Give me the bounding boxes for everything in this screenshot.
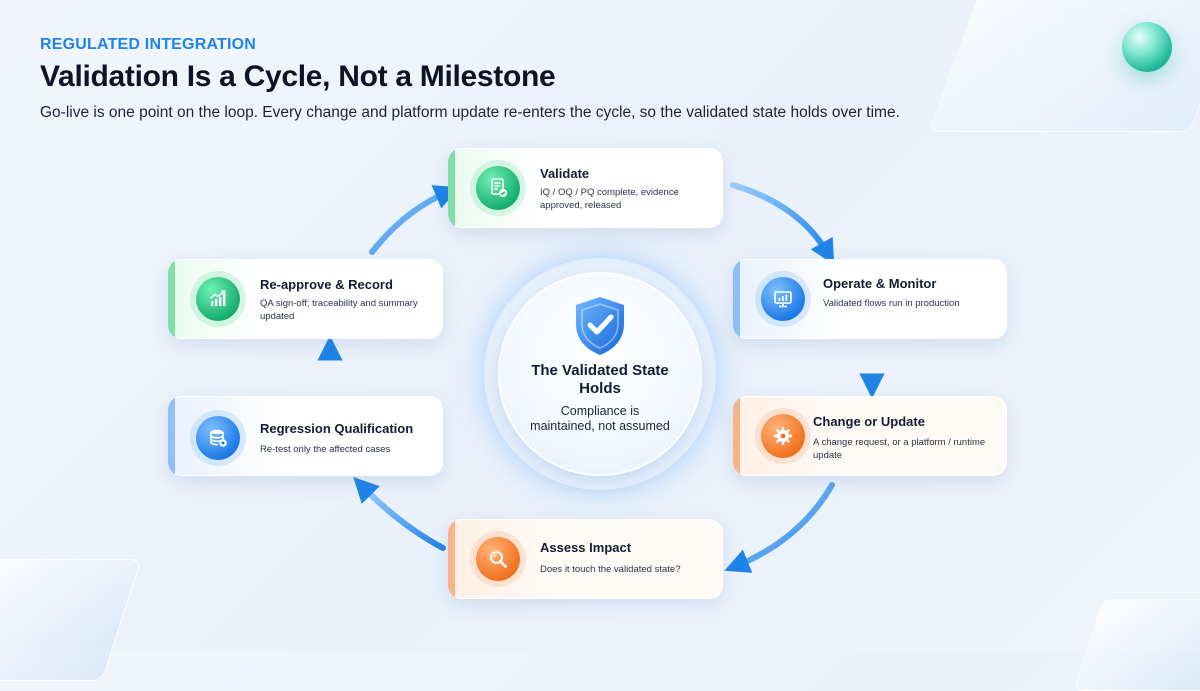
step-description: Validated flows run in production	[823, 298, 960, 309]
step-title: Validate	[540, 166, 590, 181]
cycle-arrows	[317, 182, 885, 573]
monitor-icon	[761, 277, 805, 321]
step-card-change: Change or Update A change request, or a …	[733, 396, 1007, 476]
step-description: QA sign-off; traceability and summary up…	[260, 298, 418, 322]
page-title: Validation Is a Cycle, Not a Milestone	[40, 60, 556, 93]
arrow-validate-to-operate	[730, 182, 835, 265]
arrow-change-to-assess	[724, 482, 835, 573]
chart-trend-icon	[196, 277, 240, 321]
step-title: Regression Qualification	[260, 421, 414, 436]
step-title: Re-approve & Record	[260, 277, 393, 292]
step-card-assess: Assess Impact Does it touch the validate…	[448, 519, 723, 599]
step-card-reapprove: Re-approve & Record QA sign-off; traceab…	[168, 259, 443, 339]
database-icon	[196, 416, 240, 460]
step-card-regression: Regression Qualification Re-test only th…	[168, 396, 443, 476]
step-card-operate: Operate & Monitor Validated flows run in…	[733, 259, 1007, 339]
decorative-orb	[1122, 22, 1172, 72]
shield-check-icon	[576, 297, 624, 355]
step-title: Change or Update	[813, 414, 925, 429]
arrow-assess-to-regression	[353, 476, 446, 551]
page-subtitle: Go-live is one point on the loop. Every …	[40, 104, 900, 121]
magnifier-icon	[476, 537, 520, 581]
step-card-validate: Validate IQ / OQ / PQ complete, evidence…	[448, 148, 723, 228]
document-check-icon	[476, 166, 520, 210]
step-description: Re-test only the affected cases	[260, 444, 391, 455]
step-description: Does it touch the validated state?	[540, 564, 681, 575]
center-title: The Validated State Holds	[531, 362, 669, 397]
center-subtitle: Compliance is maintained, not assumed	[530, 404, 670, 433]
step-title: Operate & Monitor	[823, 276, 937, 291]
step-title: Assess Impact	[540, 540, 632, 555]
step-description: IQ / OQ / PQ complete, evidence approved…	[540, 187, 679, 211]
eyebrow-label: REGULATED INTEGRATION	[40, 36, 257, 53]
step-description: A change request, or a platform / runtim…	[813, 437, 986, 461]
gear-icon	[761, 414, 805, 458]
arrow-reapprove-to-validate	[369, 185, 460, 255]
